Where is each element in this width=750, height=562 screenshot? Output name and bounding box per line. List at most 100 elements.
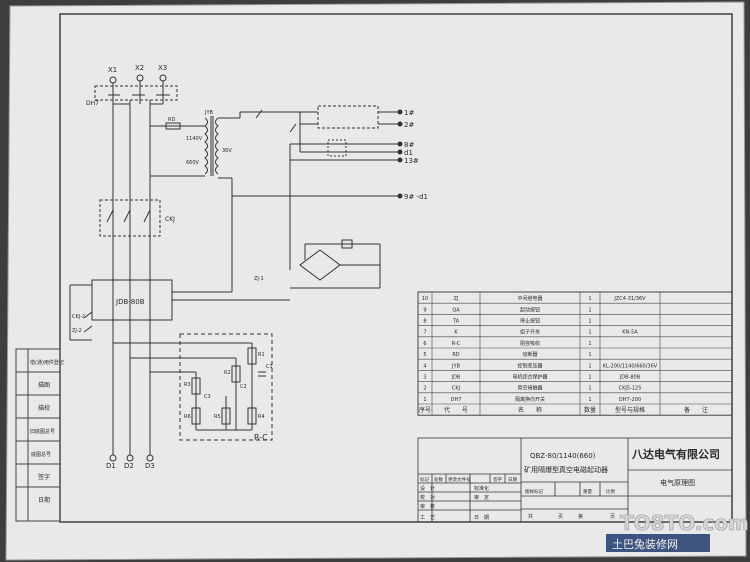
- strip-label: 底图总号: [31, 451, 51, 458]
- label-x2: X2: [135, 64, 144, 72]
- label-rd: RD: [168, 117, 175, 123]
- output-terminal: [397, 149, 403, 155]
- bom-cell-name: 电机综合保护器: [512, 373, 547, 380]
- bom-cell-qty: 1: [588, 374, 591, 380]
- bom-cell-code: JYB: [451, 363, 461, 369]
- watermark-text: TO8TO.com: [620, 511, 749, 535]
- bom-cell-model: JDB-80B: [619, 374, 641, 380]
- circuit-diagram: [69, 74, 403, 462]
- bom-cell-no: 1: [423, 397, 426, 403]
- label-x1: X1: [108, 66, 117, 74]
- label-660v: 660V: [186, 160, 200, 166]
- strip-label: 旧底图总号: [30, 428, 55, 435]
- bom-cell-code: QA: [452, 307, 460, 313]
- label-r2: R2: [224, 370, 231, 376]
- label-c1: C1: [266, 364, 273, 370]
- tb-craft-date: 日 期: [474, 515, 489, 521]
- left-sign-strip: 借(通)用件登记 描图 描校 旧底图总号 底图总号 签字 日期: [15, 348, 64, 522]
- strip-label: 描图: [38, 381, 50, 389]
- tb-scale: 比例: [606, 488, 615, 495]
- tb-sheet-no: 第: [578, 513, 583, 520]
- tb-design: 设 计: [420, 485, 435, 492]
- label-r1: R1: [258, 352, 265, 358]
- output-terminal: [397, 157, 403, 163]
- paper-sheet: [6, 2, 746, 560]
- tb-proof: 校 对: [420, 494, 435, 501]
- tb-craft: 工 艺: [420, 515, 435, 521]
- label-c3: C3: [204, 394, 211, 400]
- bom-header-no: 序号: [419, 406, 431, 414]
- bom-header-code: 代 号: [444, 406, 468, 414]
- strip-label: 描校: [38, 404, 50, 412]
- tb-audit: 审 核: [420, 503, 435, 510]
- tb-mark: 标记: [420, 476, 429, 483]
- label-r3: R3: [184, 382, 191, 388]
- bom-cell-name: 熔断器: [522, 351, 537, 358]
- label-out-8: 8#: [404, 141, 414, 149]
- rc-absorber-box: [179, 333, 273, 441]
- product-model: QBZ-80/1140(660): [530, 452, 596, 460]
- product-name: 矿用隔爆型真空电磁起动器: [524, 465, 608, 474]
- bom-cell-no: 9: [423, 307, 426, 313]
- bom-cell-qty: 1: [588, 296, 591, 302]
- label-36v: 36V: [222, 148, 232, 154]
- bom-cell-code: TA: [452, 318, 460, 324]
- control-relay-box: [317, 105, 379, 129]
- bom-cell-name: 隔离换向开关: [515, 396, 545, 403]
- label-out-13: 13#: [404, 157, 419, 165]
- bom-cell-model: KL-200/1140/660/36V: [603, 363, 658, 369]
- terminal-d3: [146, 454, 154, 462]
- bridge-rectifier: [299, 249, 341, 281]
- watermark-badge: [606, 534, 710, 552]
- label-zj1: ZJ-1: [254, 276, 264, 282]
- watermark-cn: 土巴兔装修网: [612, 537, 678, 551]
- label-out-1: 1#: [404, 109, 414, 117]
- tb-sign: 签字: [493, 476, 502, 483]
- label-zj2: ZJ-2: [72, 328, 82, 334]
- bom-cell-name: 起动按钮: [520, 306, 540, 313]
- bom-cell-no: 10: [422, 296, 428, 302]
- label-dh7: DH7: [86, 100, 99, 107]
- label-rc: R-C: [254, 433, 268, 442]
- strip-label: 借(通)用件登记: [30, 359, 64, 366]
- bom-cell-code: ZJ: [454, 296, 459, 302]
- label-ckj: CKJ: [165, 216, 175, 223]
- label-d3: D3: [145, 462, 155, 470]
- label-out-d1: d1: [404, 149, 413, 157]
- label-x3: X3: [158, 64, 167, 72]
- label-d2: D2: [124, 462, 134, 470]
- bom-cell-model: CKJ5-125: [619, 386, 642, 392]
- tb-change-doc: 更改文件号: [448, 476, 471, 483]
- transformer-primary: [204, 117, 208, 175]
- terminal-d2: [126, 454, 134, 462]
- label-c2: C2: [240, 384, 247, 390]
- label-out-2: 2#: [404, 121, 414, 129]
- bom-cell-model: DH7-200: [619, 397, 641, 403]
- label-r4: R4: [258, 414, 265, 420]
- bom-header-name: 名 称: [518, 406, 542, 414]
- title-block-text: QBZ-80/1140(660) 矿用隔爆型真空电磁起动器 八达电气有限公司 电…: [420, 447, 720, 521]
- dh7-switch-box: [94, 85, 178, 101]
- bom-cell-model: KN-5A: [622, 330, 638, 336]
- bom-header-note: 备 注: [684, 406, 708, 414]
- strip-label: 签字: [38, 473, 50, 481]
- bom-cell-name: 停止按钮: [520, 317, 540, 324]
- output-terminal: [397, 141, 403, 147]
- strip-label: 日期: [38, 496, 50, 504]
- output-terminal: [397, 109, 403, 115]
- bom-cell-no: 4: [423, 363, 426, 369]
- tb-drawing-mark: 图样标记: [525, 488, 543, 495]
- bom-cell-name: 组子开关: [520, 329, 540, 336]
- tb-weight: 重量: [583, 488, 592, 495]
- bom-cell-qty: 1: [588, 307, 591, 313]
- bom-cell-name: 阻容吸收: [520, 340, 540, 347]
- watermark: TO8TO.com 土巴兔装修网: [606, 511, 749, 552]
- label-r6: R6: [184, 414, 191, 420]
- circuit-labels: X1 X2 X3 DH7 RD JYB 1140V 660V 36V CKJ J…: [72, 64, 428, 470]
- label-ckj2: CKJ-2: [72, 314, 85, 320]
- bom-cell-name: 真空接触器: [517, 385, 542, 392]
- company-name: 八达电气有限公司: [631, 447, 720, 461]
- bom-cell-model: JZC4-31/36V: [613, 296, 646, 302]
